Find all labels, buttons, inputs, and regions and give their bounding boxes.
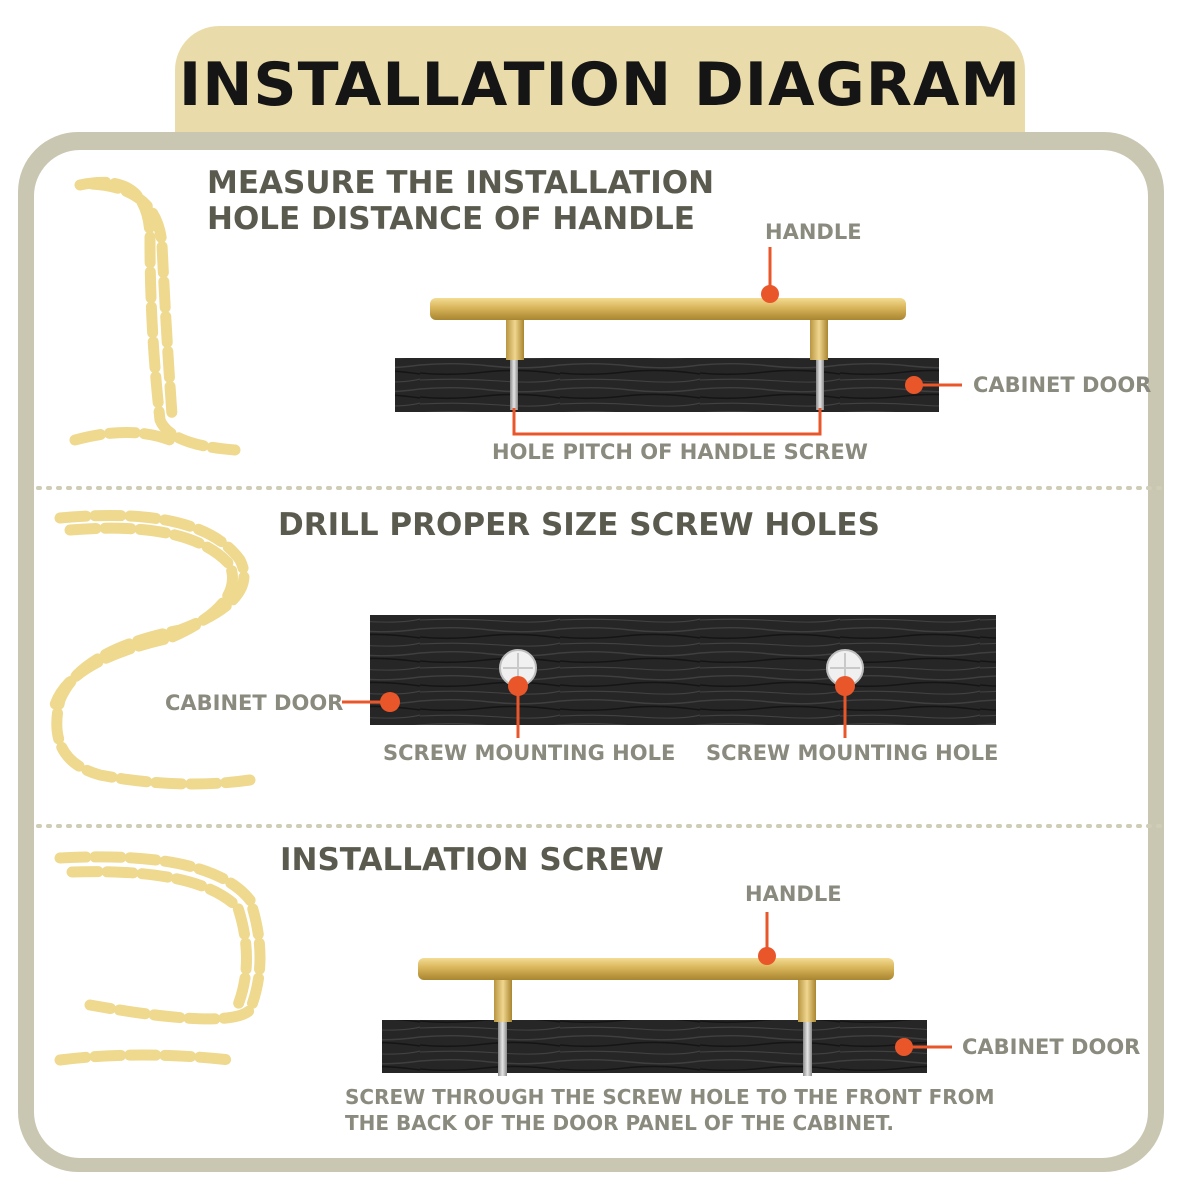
cabinet-door-label: CABINET DOOR [165, 691, 344, 715]
page-title: INSTALLATION DIAGRAM [178, 50, 1022, 120]
screw-icon [510, 358, 518, 410]
handle-bar [430, 298, 906, 320]
door-marker-dot [380, 692, 400, 712]
hole-marker-dot [508, 676, 528, 696]
cabinet-door-board [382, 1020, 927, 1073]
screw-mounting-hole-label: SCREW MOUNTING HOLE [706, 741, 999, 765]
step3-title: INSTALLATION SCREW [280, 842, 664, 878]
screw-icon [816, 358, 824, 410]
step1-diagram [395, 247, 962, 436]
cabinet-door-board [370, 615, 996, 725]
handle-post [506, 316, 524, 360]
handle-post [798, 976, 816, 1022]
handle-post [810, 316, 828, 360]
handle-post [494, 976, 512, 1022]
cabinet-door-board [395, 358, 939, 412]
handle-label: HANDLE [765, 220, 862, 244]
step1-title-line2: HOLE DISTANCE OF HANDLE [207, 201, 695, 237]
handle-bar [418, 958, 894, 980]
hole-marker-dot [835, 676, 855, 696]
screw-mounting-hole-label: SCREW MOUNTING HOLE [383, 741, 676, 765]
screw-icon [803, 1010, 812, 1076]
step2-title: DRILL PROPER SIZE SCREW HOLES [278, 507, 880, 543]
instruction-note-line2: THE BACK OF THE DOOR PANEL OF THE CABINE… [345, 1111, 894, 1135]
handle-label: HANDLE [745, 882, 842, 906]
hole-pitch-bracket [512, 408, 822, 436]
rope-decoration-icon [49, 176, 266, 1066]
cabinet-door-label: CABINET DOOR [973, 373, 1152, 397]
step2-diagram [342, 615, 996, 738]
hole-pitch-label: HOLE PITCH OF HANDLE SCREW [492, 440, 868, 464]
step3-diagram [382, 912, 952, 1076]
step1-title-line1: MEASURE THE INSTALLATION [207, 165, 715, 201]
screw-icon [498, 1010, 507, 1076]
handle-marker-dot [761, 285, 779, 303]
instruction-note-line1: SCREW THROUGH THE SCREW HOLE TO THE FRON… [345, 1085, 995, 1109]
handle-marker-dot [758, 947, 776, 965]
cabinet-door-label: CABINET DOOR [962, 1035, 1141, 1059]
